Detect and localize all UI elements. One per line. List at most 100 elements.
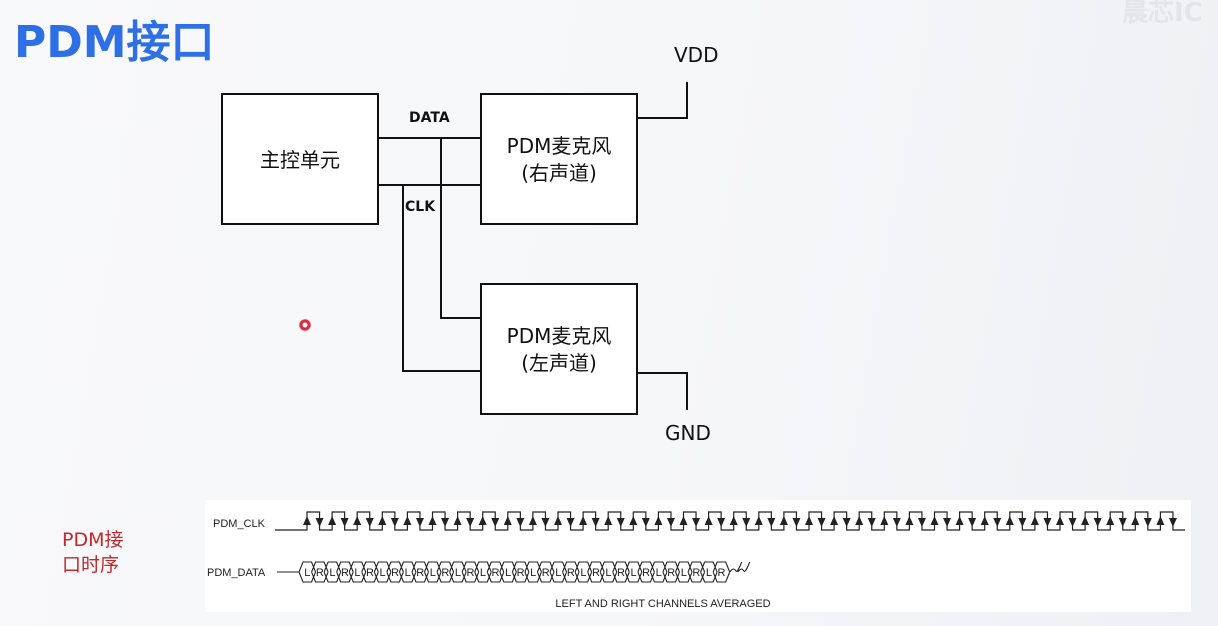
clk-falling-arrow-icon — [365, 518, 374, 527]
clk-falling-arrow-icon — [566, 518, 575, 527]
clk-falling-arrow-icon — [591, 518, 600, 527]
data-right-sample: R — [667, 567, 675, 579]
clk-rising-arrow-icon — [403, 516, 412, 525]
data-right-sample: R — [316, 567, 324, 579]
clk-falling-arrow-icon — [817, 518, 826, 527]
mic-left-box — [480, 283, 638, 415]
mic-left-label-line1: PDM麦克风 — [507, 324, 612, 348]
clk-rising-arrow-icon — [654, 516, 663, 525]
clk-falling-arrow-icon — [892, 518, 901, 527]
clk-rising-arrow-icon — [453, 516, 462, 525]
laser-pointer-icon — [299, 319, 311, 331]
clk-falling-arrow-icon — [415, 518, 424, 527]
clk-rising-arrow-icon — [704, 516, 713, 525]
data-left-sample: L — [430, 567, 436, 579]
clk-rising-arrow-icon — [729, 516, 738, 525]
clk-rising-arrow-icon — [1056, 516, 1064, 525]
clk-rising-arrow-icon — [679, 516, 688, 525]
clk-rising-arrow-icon — [779, 516, 788, 525]
clk-falling-arrow-icon — [1143, 518, 1152, 527]
timing-caption-line1: PDM接 — [62, 529, 124, 551]
data-left-sample: L — [530, 567, 536, 579]
clk-rising-arrow-icon — [629, 516, 638, 525]
data-right-sample: R — [366, 567, 374, 579]
clk-rising-arrow-icon — [880, 516, 889, 525]
clk-rising-arrow-icon — [1081, 516, 1090, 525]
data-right-sample: R — [341, 567, 349, 579]
clk-falling-arrow-icon — [390, 518, 399, 527]
data-right-sample: R — [466, 567, 474, 579]
timing-caption-line2: 口时序 — [62, 554, 120, 576]
clk-rising-arrow-icon — [855, 516, 864, 525]
gnd-wire — [637, 372, 688, 410]
clk-rising-arrow-icon — [1005, 516, 1014, 525]
clk-rising-arrow-icon — [1131, 516, 1140, 525]
clk-rising-arrow-icon — [554, 516, 562, 525]
clk-rising-arrow-icon — [1156, 516, 1165, 525]
clk-falling-arrow-icon — [1118, 518, 1127, 527]
vdd-label: VDD — [674, 43, 718, 67]
clk-falling-arrow-icon — [1093, 518, 1102, 527]
clk-falling-arrow-icon — [516, 518, 525, 527]
clk-falling-arrow-icon — [968, 518, 977, 527]
clk-rising-arrow-icon — [303, 516, 311, 525]
mic-right-label-line2: (右声道) — [521, 161, 597, 185]
clk-edge-arrows — [303, 516, 1177, 527]
data-left-sample: L — [706, 567, 712, 579]
clk-falling-arrow-icon — [742, 518, 751, 527]
clk-rising-arrow-icon — [353, 516, 362, 525]
clk-falling-arrow-icon — [867, 518, 876, 527]
clk-rising-arrow-icon — [328, 516, 337, 525]
clk-falling-arrow-icon — [340, 518, 349, 527]
page-title: PDM接口 — [14, 17, 215, 68]
data-left-sample: L — [580, 567, 586, 579]
gnd-label: GND — [665, 421, 711, 445]
clk-rising-arrow-icon — [980, 516, 989, 525]
data-right-sample: R — [416, 567, 424, 579]
clk-falling-arrow-icon — [943, 518, 952, 527]
data-right-sample: R — [492, 567, 500, 579]
data-bus-outline — [277, 561, 751, 583]
clk-rising-arrow-icon — [604, 516, 613, 525]
clk-rising-arrow-icon — [378, 516, 387, 525]
data-left-sample: L — [631, 567, 637, 579]
clk-falling-arrow-icon — [441, 518, 450, 527]
clk-rising-arrow-icon — [930, 516, 939, 525]
averaged-caption: LEFT AND RIGHT CHANNELS AVERAGED — [555, 598, 770, 610]
clk-signal-label: CLK — [405, 199, 436, 215]
clk-rising-arrow-icon — [428, 516, 437, 525]
data-right-sample: R — [542, 567, 550, 579]
clk-falling-arrow-icon — [767, 518, 776, 527]
data-right-sample: R — [517, 567, 525, 579]
mic-left-label-line2: (左声道) — [521, 351, 597, 375]
clk-rising-arrow-icon — [579, 516, 588, 525]
data-left-sample: L — [480, 567, 486, 579]
mic-right-box — [480, 93, 638, 225]
data-left-sample: L — [380, 567, 386, 579]
data-right-sample: R — [692, 567, 700, 579]
pdm-data-name: PDM_DATA — [207, 567, 266, 579]
vdd-wire — [637, 82, 688, 119]
clk-falling-arrow-icon — [1168, 518, 1177, 527]
clk-rising-arrow-icon — [1106, 516, 1115, 525]
clk-falling-arrow-icon — [666, 518, 675, 527]
data-right-sample: R — [391, 567, 399, 579]
data-left-sample: L — [329, 567, 335, 579]
clk-rising-arrow-icon — [955, 516, 964, 525]
data-right-sample: R — [717, 567, 725, 579]
clk-falling-arrow-icon — [641, 518, 650, 527]
data-left-sample: L — [304, 567, 310, 579]
mic-right-label-line1: PDM麦克风 — [507, 134, 612, 158]
clk-falling-arrow-icon — [1043, 518, 1052, 527]
clk-falling-arrow-icon — [315, 518, 324, 527]
master-unit-label: 主控单元 — [260, 148, 340, 172]
data-left-sample: L — [656, 567, 662, 579]
pdm-clk-name: PDM_CLK — [213, 518, 266, 530]
clk-falling-arrow-icon — [692, 518, 701, 527]
data-right-sample: R — [592, 567, 600, 579]
watermark-text: 晨芯IC — [1122, 0, 1203, 28]
clk-rising-arrow-icon — [754, 516, 763, 525]
